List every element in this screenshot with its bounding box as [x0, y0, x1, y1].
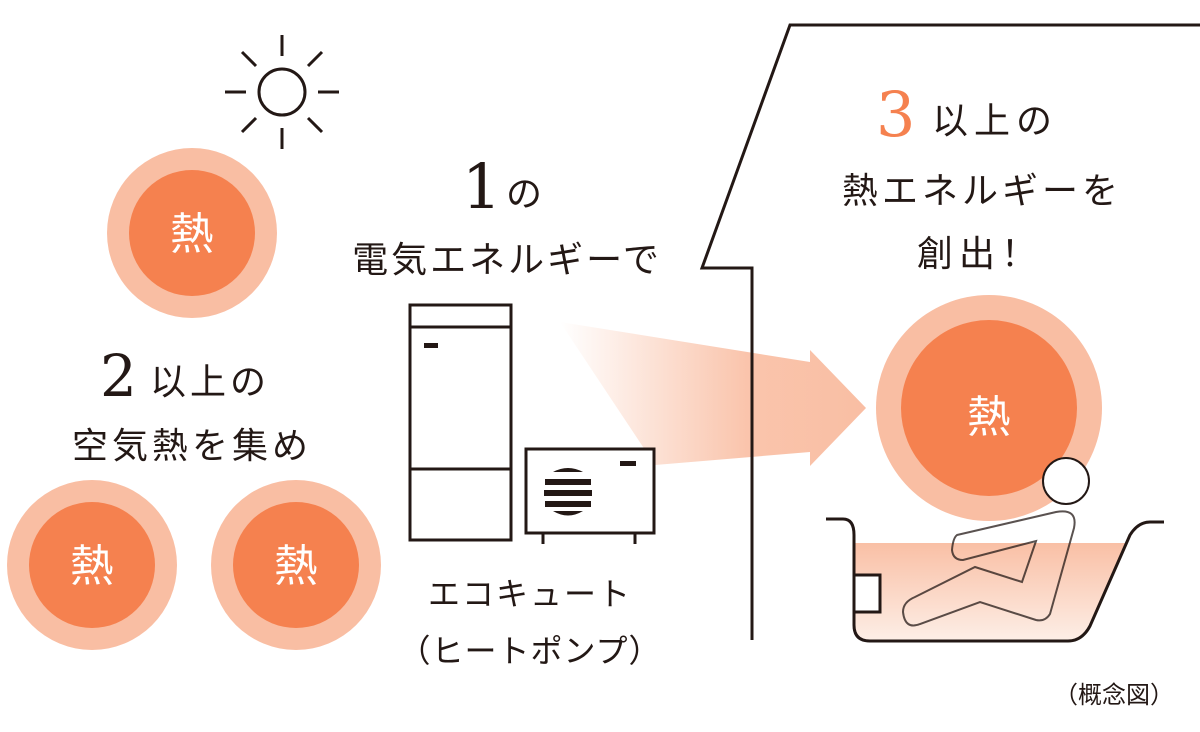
- svg-text:の: の: [506, 174, 542, 215]
- svg-text:熱: 熱: [967, 392, 1011, 443]
- svg-text:電気エネルギーで: 電気エネルギーで: [352, 240, 662, 281]
- svg-text:熱: 熱: [170, 209, 214, 260]
- concept-note: （概念図）: [1054, 681, 1174, 709]
- heat-pump-unit-icon: [524, 447, 656, 544]
- sun-icon: [225, 35, 339, 149]
- svg-text:熱: 熱: [274, 541, 318, 592]
- svg-text:熱: 熱: [70, 541, 114, 592]
- device-name: エコキュート: [428, 575, 632, 613]
- step2-caption: 2 以上の 空気熱を集め: [72, 342, 312, 467]
- svg-text:熱エネルギーを: 熱エネルギーを: [842, 171, 1122, 212]
- house-outline: [699, 23, 1200, 640]
- svg-text:3: 3: [876, 78, 915, 151]
- step3-caption: 3 以上の 熱エネルギーを 創出！: [842, 78, 1122, 275]
- svg-text:以上の: 以上の: [932, 101, 1058, 142]
- svg-text:以上の: 以上の: [150, 362, 270, 403]
- step1-caption: 1 の 電気エネルギーで: [352, 150, 662, 281]
- heat-circle-air-right: 熱: [211, 480, 381, 650]
- svg-text:1: 1: [462, 150, 501, 223]
- heat-circle-output: 熱: [876, 295, 1102, 521]
- svg-text:2: 2: [100, 342, 137, 410]
- bathtub-icon: [826, 517, 1164, 643]
- bather-icon: [901, 457, 1090, 627]
- heat-circle-air-top: 熱: [107, 148, 277, 318]
- hot-water-tank-icon: [408, 303, 513, 542]
- heat-circle-air-left: 熱: [7, 480, 177, 650]
- heat-transfer-arrow: [560, 322, 866, 466]
- svg-text:空気熱を集め: 空気熱を集め: [72, 426, 312, 467]
- svg-text:創出！: 創出！: [917, 234, 1043, 275]
- device-type: （ヒートポンプ）: [398, 632, 661, 670]
